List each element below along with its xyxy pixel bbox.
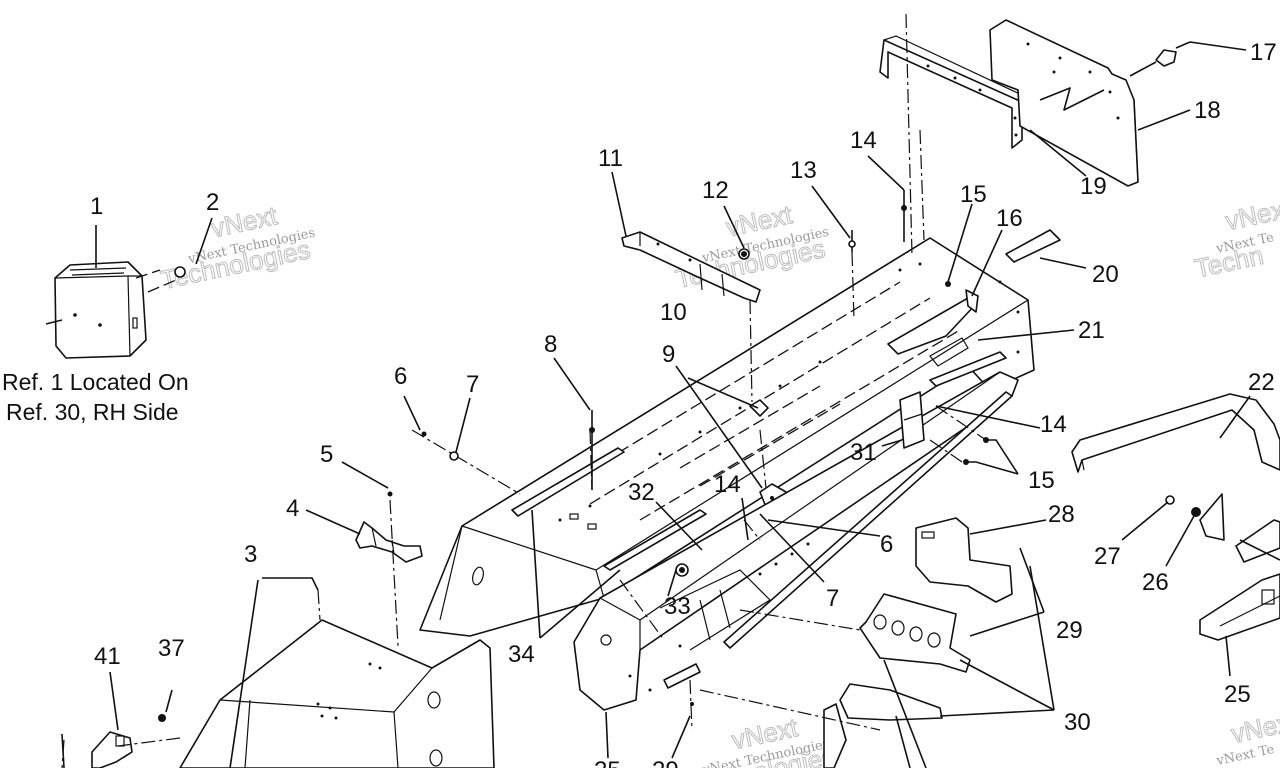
callout-3: 3 <box>244 541 257 568</box>
callout-6-upper: 6 <box>394 363 407 390</box>
assembly-lines <box>61 13 987 768</box>
callout-11: 11 <box>598 145 623 172</box>
callout-34: 34 <box>508 641 535 668</box>
callout-31: 31 <box>850 439 877 466</box>
part-31-bracket <box>899 391 925 449</box>
callout-27: 27 <box>1094 543 1121 570</box>
watermark-6: vNext vNext Te <box>1214 705 1280 768</box>
part-13-bolt <box>848 230 856 252</box>
callout-26: 26 <box>1142 569 1169 596</box>
callout-32: 32 <box>628 479 655 506</box>
callout-7-upper: 7 <box>466 371 479 398</box>
callout-37: 37 <box>158 635 185 662</box>
part-28-bracket <box>915 517 1013 603</box>
callout-30: 30 <box>1064 709 1091 736</box>
part-30-bracket-lower <box>823 683 943 768</box>
callout-22: 22 <box>1248 369 1275 396</box>
callout-41: 41 <box>94 643 121 670</box>
callout-20: 20 <box>1092 261 1119 288</box>
callout-9: 9 <box>662 341 675 368</box>
callout-2: 2 <box>206 189 219 216</box>
part-37-bolt <box>158 689 173 722</box>
leader-lines <box>61 41 1280 768</box>
watermark-1: vNext Technologies vNext Technologies <box>158 200 317 296</box>
part-16-bracket <box>965 289 979 313</box>
callout-6-lower: 6 <box>880 531 893 558</box>
callout-12: 12 <box>702 177 729 204</box>
callout-15-top: 15 <box>960 181 987 208</box>
callout-labels: 1 2 3 4 5 6 6 7 7 8 9 10 11 12 13 14 14 … <box>90 39 1277 768</box>
callout-1: 1 <box>90 193 103 220</box>
part-4-bracket <box>355 521 423 563</box>
callout-5: 5 <box>320 441 333 468</box>
callout-19: 19 <box>1080 173 1107 200</box>
callout-14-right: 14 <box>1040 411 1067 438</box>
callout-4: 4 <box>286 495 299 522</box>
part-2-fastener <box>174 266 186 278</box>
callout-14-mid: 14 <box>714 471 741 498</box>
part-18-flap-panel <box>989 19 1139 187</box>
callout-28: 28 <box>1048 501 1075 528</box>
callout-21: 21 <box>1078 317 1105 344</box>
part-33-bolt <box>675 563 689 577</box>
callout-13: 13 <box>790 157 817 184</box>
watermark-3: vNext Techn vNext Te <box>1191 192 1280 284</box>
callout-8: 8 <box>544 331 557 358</box>
callout-17: 17 <box>1250 39 1277 66</box>
part-22-bumper <box>1071 393 1280 563</box>
callout-7-lower: 7 <box>826 585 839 612</box>
callout-29-bottom: 29 <box>652 757 679 768</box>
callout-15-right: 15 <box>1028 467 1055 494</box>
callout-29-right: 29 <box>1056 617 1083 644</box>
reference-note: Ref. 1 Located On Ref. 30, RH Side <box>2 369 189 425</box>
part-30-bracket-upper <box>859 593 971 673</box>
callout-14-top: 14 <box>850 127 877 154</box>
part-25-mount <box>1199 573 1280 641</box>
callout-25-bottom: 25 <box>594 757 621 768</box>
callout-18: 18 <box>1194 97 1221 124</box>
part-3-front-frame <box>179 619 495 768</box>
note-line-2: Ref. 30, RH Side <box>6 399 179 425</box>
part-26-27-fasteners <box>1165 493 1225 541</box>
part-17-clip <box>1129 41 1191 77</box>
note-line-1: Ref. 1 Located On <box>2 369 189 395</box>
callout-33: 33 <box>664 593 691 620</box>
callout-16: 16 <box>996 205 1023 232</box>
part-12-nut <box>738 248 750 260</box>
lower-rail-frame <box>573 351 1019 711</box>
part-11-rail-bracket <box>621 231 761 303</box>
part-29-bolt-lower <box>689 679 694 731</box>
part-1-light-housing <box>45 261 177 359</box>
part-41-bracket <box>91 731 133 768</box>
watermark-2: vNext Technologies vNext Technologies <box>673 199 831 295</box>
part-10-bushing <box>749 399 769 417</box>
callout-10: 10 <box>660 299 687 326</box>
callout-25-right: 25 <box>1224 681 1251 708</box>
watermark-5: vNext Technologies vNext Technologies <box>682 711 838 768</box>
part-20-decal <box>1005 229 1061 263</box>
